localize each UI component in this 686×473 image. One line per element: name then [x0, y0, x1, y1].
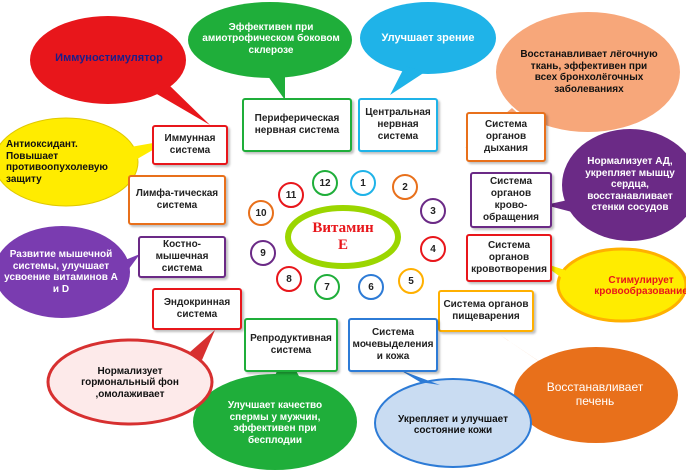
effect-skin: Укрепляет и улучшает состояние кожи: [397, 413, 508, 437]
system-7-box: Репродуктивная система: [244, 318, 338, 372]
number-5: 5: [398, 268, 424, 294]
system-5-box: Система органов пищеварения: [438, 290, 534, 332]
system-3-box: Система органов крово-обращения: [470, 172, 552, 228]
bubble-green-top: [188, 2, 352, 100]
system-10-box: Лимфа-тическая система: [128, 175, 226, 225]
number-2: 2: [392, 174, 418, 200]
number-3: 3: [420, 198, 446, 224]
system-6-box: Система мочевыделения и кожа: [348, 318, 438, 372]
system-12-box: Периферическая нервная система: [242, 98, 352, 152]
number-9: 9: [250, 240, 276, 266]
system-9-box: Костно-мышечная система: [138, 236, 226, 278]
effect-blood: Стимулирует кровообразование: [594, 274, 686, 298]
bubble-muscle: [0, 226, 140, 318]
system-11-box: Иммунная система: [152, 125, 228, 165]
number-7: 7: [314, 274, 340, 300]
bubble-vision: [360, 2, 496, 95]
bubble-liver: [500, 335, 678, 443]
center-ellipse: [285, 205, 401, 269]
number-6: 6: [358, 274, 384, 300]
effect-immuno: Иммуностимулятор: [55, 51, 163, 64]
number-10: 10: [248, 200, 274, 226]
effect-hormone: Нормализует гормональный фон ,омолаживае…: [81, 365, 179, 400]
effect-muscle: Развитие мышечной системы, улучшает усво…: [4, 249, 118, 295]
system-4-box: Система органов кровотворения: [466, 234, 552, 282]
effect-heart: Нормализует АД, укрепляет мышцу сердца, …: [585, 156, 675, 214]
bubble-immuno: [30, 16, 210, 125]
center-title: Витамин Е: [290, 215, 396, 259]
system-8-box: Эндокринная система: [152, 288, 242, 330]
bubble-skin: [374, 370, 532, 468]
center-line1: Витамин: [312, 219, 374, 236]
effect-als: Эффективен при амиотрофическом боковом с…: [202, 21, 340, 56]
number-8: 8: [276, 266, 302, 292]
number-12: 12: [312, 170, 338, 196]
effect-sperm: Улучшает качество спермы у мужчин, эффек…: [227, 400, 323, 446]
effect-lung: Восстанавливает лёгочную ткань, эффектив…: [520, 49, 658, 95]
effect-liver: Восстанавливает печень: [546, 380, 644, 408]
number-4: 4: [420, 236, 446, 262]
center-line2: Е: [337, 237, 348, 253]
system-1-box: Центральная нервная система: [358, 98, 438, 152]
bubble-hormone: [46, 330, 215, 426]
effect-antiox: Антиоксидант. Повышает противоопухолевую…: [6, 139, 108, 185]
bubble-heart: [545, 129, 686, 241]
effect-vision: Улучшает зрение: [381, 31, 475, 44]
number-1: 1: [350, 170, 376, 196]
system-2-box: Система органов дыхания: [466, 112, 546, 162]
number-11: 11: [278, 182, 304, 208]
